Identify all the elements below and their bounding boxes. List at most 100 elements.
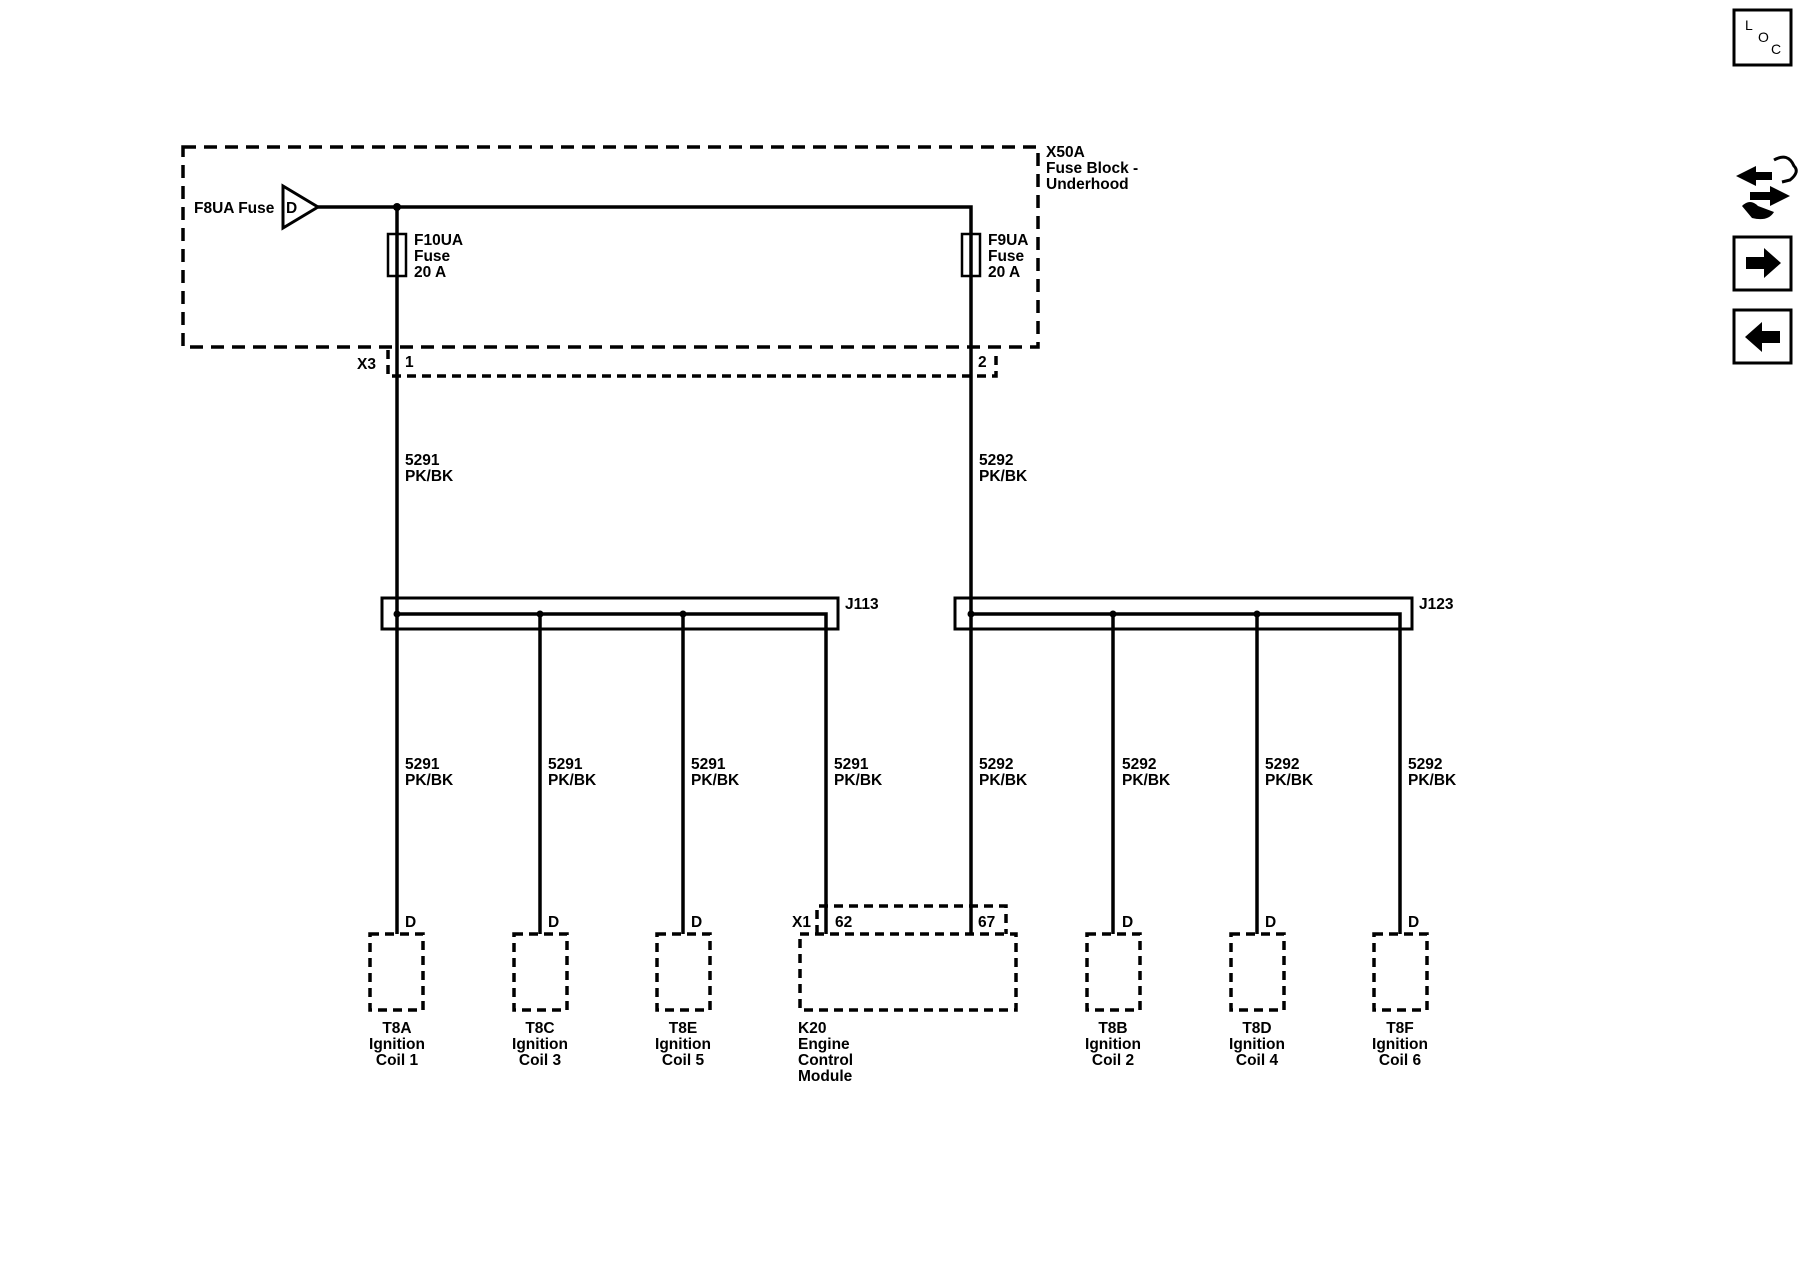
connector-x3-id: X3 [357, 356, 376, 373]
component-t8e[interactable]: D T8E Ignition Coil 5 [655, 914, 712, 1069]
coil-id: T8B [1098, 1020, 1127, 1037]
coil-name: Coil 6 [1379, 1052, 1422, 1069]
splice-j113-id: J113 [845, 596, 879, 613]
coil-name: Coil 4 [1236, 1052, 1279, 1069]
wire-5292-circuit: 5292 [979, 452, 1013, 469]
splice-dot [1109, 610, 1117, 618]
wire-5291-circuit: 5291 [405, 452, 440, 469]
component-t8c[interactable]: D T8C Ignition Coil 3 [512, 914, 569, 1069]
fuse-block-name-line1: Fuse Block - [1046, 160, 1138, 177]
coil-id: T8D [1242, 1020, 1271, 1037]
splice-j113-bus [397, 612, 828, 934]
loc-letter-o: O [1758, 29, 1769, 45]
branch-color: PK/BK [548, 772, 597, 789]
connector-x3-pin-1: 1 [405, 354, 414, 371]
wire-5292-color: PK/BK [979, 468, 1028, 485]
splice-dot [393, 610, 401, 618]
fuse-f10ua-rating: 20 A [414, 264, 446, 281]
branch-color: PK/BK [979, 772, 1028, 789]
previous-page-button[interactable] [1732, 308, 1793, 365]
coil-pin: D [691, 914, 702, 931]
coil-type: Ignition [369, 1036, 425, 1053]
ecm-name-line2: Engine [798, 1036, 850, 1053]
coil-type: Ignition [1372, 1036, 1428, 1053]
coil-body [1085, 932, 1142, 1012]
branch-color: PK/BK [834, 772, 883, 789]
splice-dot [536, 610, 544, 618]
fuse-block-x50a: X50A Fuse Block - Underhood F8UA Fuse D … [181, 144, 1138, 355]
wire-5291-color: PK/BK [405, 468, 454, 485]
feed-label: F8UA Fuse [194, 200, 275, 217]
coil-pin: D [1408, 914, 1419, 931]
fuse-f9ua-type: Fuse [988, 248, 1025, 265]
fuse-bus-wire [318, 205, 973, 355]
fuse-block-name-line2: Underhood [1046, 176, 1129, 193]
previous-page-icon [1745, 322, 1780, 352]
ecm-name-line3: Control [798, 1052, 853, 1069]
coil-name: Coil 1 [376, 1052, 419, 1069]
component-t8a[interactable]: D T8A Ignition Coil 1 [368, 914, 425, 1069]
loc-letter-l: L [1745, 17, 1753, 33]
next-page-button[interactable] [1732, 235, 1793, 292]
coil-pin: D [405, 914, 416, 931]
branch-circuit: 5292 [979, 756, 1013, 773]
branch-circuit: 5292 [1122, 756, 1156, 773]
splice-j113: J113 [380, 596, 879, 934]
branch-circuit: 5291 [548, 756, 583, 773]
feed-connector-symbol [281, 183, 321, 231]
coil-name: Coil 5 [662, 1052, 705, 1069]
fuse-f9ua-id: F9UA [988, 232, 1028, 249]
connector-view-button[interactable] [1736, 155, 1798, 220]
ecm-connector-id: X1 [792, 914, 811, 931]
coil-id: T8F [1386, 1020, 1414, 1037]
connector-x3-outline [386, 350, 998, 378]
ecm-name-line4: Module [798, 1068, 853, 1085]
connector-view-icon [1736, 155, 1798, 220]
splice-j123-bus [971, 612, 1402, 934]
branch-color: PK/BK [691, 772, 740, 789]
ecm-body [798, 932, 1018, 1012]
connector-x3-pin-2: 2 [978, 354, 987, 371]
splice-dot [679, 610, 687, 618]
ecm-pin-67: 67 [978, 914, 995, 931]
branch-color: PK/BK [405, 772, 454, 789]
branch-color: PK/BK [1122, 772, 1171, 789]
coil-body [1372, 932, 1429, 1012]
branch-color: PK/BK [1408, 772, 1457, 789]
bus-junction-dot [393, 203, 401, 211]
coil-type: Ignition [655, 1036, 711, 1053]
coil-pin: D [1122, 914, 1133, 931]
component-t8b[interactable]: D T8B Ignition Coil 2 [1085, 914, 1142, 1069]
branch-circuit: 5291 [691, 756, 726, 773]
coil-id: T8E [669, 1020, 697, 1037]
fuse-block-id: X50A [1046, 144, 1085, 161]
component-t8f[interactable]: D T8F Ignition Coil 6 [1372, 914, 1429, 1069]
coil-type: Ignition [1229, 1036, 1285, 1053]
branch-circuit: 5291 [405, 756, 440, 773]
ecm-pin-62: 62 [835, 914, 852, 931]
fuse-f9ua-rating: 20 A [988, 264, 1020, 281]
splice-dot [1253, 610, 1261, 618]
branch-color: PK/BK [1265, 772, 1314, 789]
location-button[interactable]: L O C [1732, 8, 1793, 67]
branch-circuit: 5292 [1408, 756, 1442, 773]
splice-j113-outline [380, 596, 840, 631]
coil-body [368, 932, 425, 1012]
splice-dot [967, 610, 975, 618]
feed-connector-letter: D [286, 200, 297, 217]
splice-j123-id: J123 [1419, 596, 1454, 613]
loc-letter-c: C [1771, 41, 1781, 57]
branch-circuit: 5291 [834, 756, 869, 773]
coil-body [512, 932, 569, 1012]
fuse-f10ua-id: F10UA [414, 232, 463, 249]
next-page-icon [1746, 248, 1781, 278]
location-icon [1732, 8, 1793, 67]
coil-id: T8A [382, 1020, 411, 1037]
component-t8d[interactable]: D T8D Ignition Coil 4 [1229, 914, 1286, 1069]
splice-j123: J123 [953, 596, 1454, 934]
coil-type: Ignition [1085, 1036, 1141, 1053]
component-k20-ecm[interactable]: X1 62 67 K20 Engine Control Module [792, 904, 1018, 1085]
connector-x3: X3 1 2 [357, 350, 998, 378]
coil-pin: D [1265, 914, 1276, 931]
